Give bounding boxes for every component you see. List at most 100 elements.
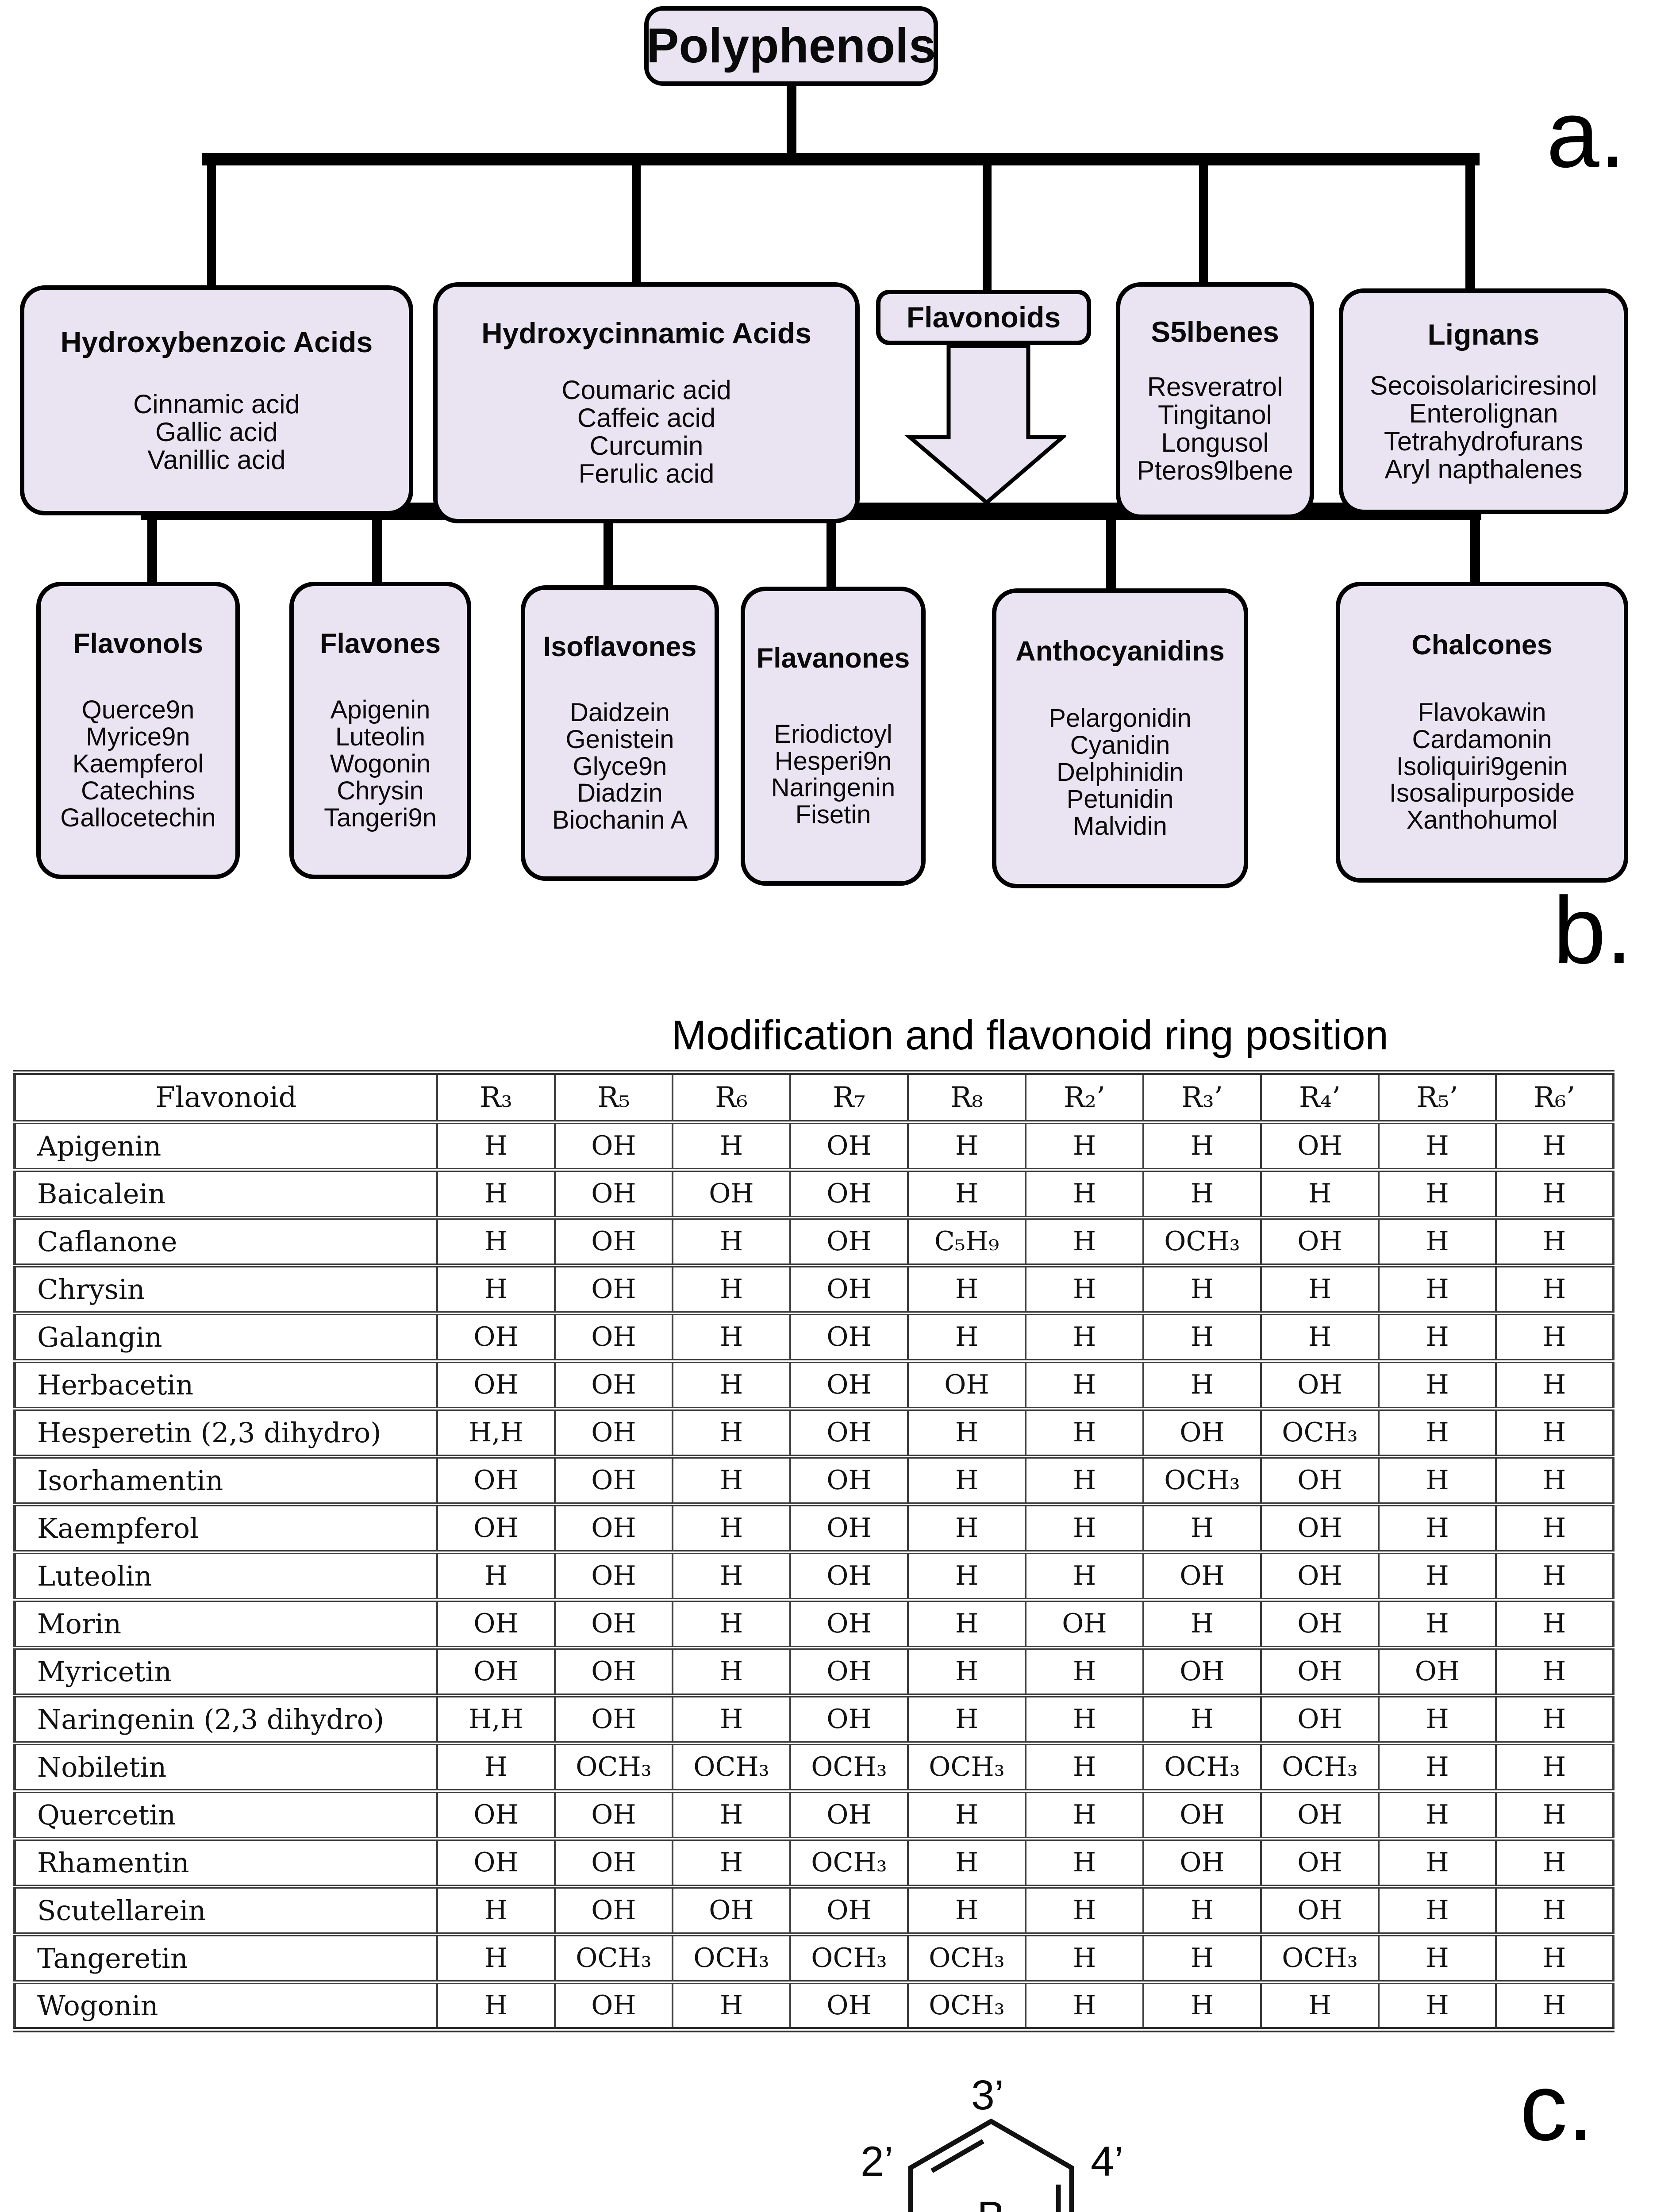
column-header-flavonoid: Flavonoid xyxy=(14,1070,437,1122)
substituent-cell: H xyxy=(1142,1167,1261,1217)
substituent-cell: H xyxy=(1025,1980,1143,2030)
box-item: Coumaric acid xyxy=(561,375,731,405)
box-item: Daidzein xyxy=(570,698,670,727)
substituent-cell: H xyxy=(1378,1836,1496,1886)
substituent-cell: OCH₃ xyxy=(1142,1741,1261,1791)
column-header: R₄’ xyxy=(1260,1070,1379,1122)
substituent-cell: H xyxy=(1378,1406,1496,1456)
double-bond-2p-3p xyxy=(930,2139,984,2173)
substituent-cell: OCH₃ xyxy=(1260,1406,1379,1456)
substituent-cell: H xyxy=(1378,1741,1496,1791)
substituent-cell: OCH₃ xyxy=(554,1741,673,1791)
substituent-cell: OH xyxy=(1378,1645,1496,1695)
substituent-cell: H xyxy=(1025,1167,1143,1217)
box-item: Caffeic acid xyxy=(577,403,716,433)
box-item: Vanillic acid xyxy=(147,445,286,475)
substituent-cell: OH xyxy=(789,1502,908,1552)
substituent-cell: H xyxy=(1378,1550,1496,1600)
column-header: R₆ xyxy=(672,1070,790,1122)
box-item: Xanthohumol xyxy=(1406,806,1558,835)
box-item: Aryl napthalenes xyxy=(1384,454,1583,484)
substituent-cell: H xyxy=(1025,1693,1143,1743)
substituent-cell: OH xyxy=(554,1789,673,1839)
substituent-cell: OH xyxy=(789,1311,908,1361)
substituent-cell: H xyxy=(672,1311,790,1361)
column-header: R₇ xyxy=(789,1070,908,1122)
box-item: Biochanin A xyxy=(552,806,688,835)
substituent-cell: H xyxy=(907,1598,1026,1647)
drop-anthocyanidins xyxy=(1106,519,1116,589)
substituent-cell: OCH₃ xyxy=(907,1980,1026,2030)
substituent-cell: H xyxy=(1025,1741,1143,1791)
column-header: R₆’ xyxy=(1495,1070,1613,1122)
substituent-cell: H xyxy=(436,1167,555,1217)
substituent-cell: OH xyxy=(789,1980,908,2030)
substituent-cell: H xyxy=(1025,1359,1143,1409)
substituent-cell: H xyxy=(436,1741,555,1791)
substituent-cell: H,H xyxy=(436,1693,555,1743)
box-item: Chrysin xyxy=(337,776,424,806)
flavonoid-name-cell: Quercetin xyxy=(14,1789,437,1839)
box-item: Cardamonin xyxy=(1412,725,1552,754)
substituent-cell: H xyxy=(1495,1741,1613,1791)
substituent-cell: H xyxy=(907,1550,1026,1600)
substituent-cell: H xyxy=(1260,1311,1379,1361)
substituent-cell: H xyxy=(1025,1454,1143,1504)
drop-stilbenes xyxy=(1199,165,1208,283)
substituent-cell: H xyxy=(1495,1359,1613,1409)
node-title: Isoflavones xyxy=(543,631,697,662)
substituent-cell: H xyxy=(1025,1215,1143,1265)
node-title: Flavones xyxy=(319,628,441,660)
substituent-cell: H xyxy=(1025,1120,1143,1170)
flavonoid-name-cell: Kaempferol xyxy=(14,1502,437,1552)
substituent-cell: H xyxy=(907,1789,1026,1839)
substituent-cell: H xyxy=(1495,1311,1613,1361)
substituent-cell: OCH₃ xyxy=(554,1932,673,1982)
box-item: Ferulic acid xyxy=(578,458,715,488)
substituent-cell: OH xyxy=(789,1359,908,1409)
drop-hydroxycinnamic xyxy=(632,165,641,283)
drop-flavonols xyxy=(147,519,157,583)
node-flavonoids: Flavonoids xyxy=(876,290,1091,345)
substituent-cell: OH xyxy=(789,1454,908,1504)
node-title: Chalcones xyxy=(1411,629,1553,661)
flavone-structure: O O A C B 2 3 4 5 6 7 8 2’ 3’ 4’ 5’ 6’ F… xyxy=(861,2072,1123,2212)
node-title: S5lbenes xyxy=(1151,315,1279,348)
ring-b-outline xyxy=(908,2118,1074,2212)
box-item: Isoliquiri9genin xyxy=(1396,752,1568,781)
substituent-cell: H xyxy=(1495,1598,1613,1647)
substituent-cell: H xyxy=(1142,1263,1261,1313)
substituent-cell: OH xyxy=(554,1359,673,1409)
substituent-cell: OH xyxy=(1260,1120,1379,1170)
substituent-cell: H xyxy=(672,1550,790,1600)
substituent-cell: H xyxy=(436,1263,555,1313)
substituent-cell: OH xyxy=(554,1598,673,1647)
box-item: Malvidin xyxy=(1073,811,1167,841)
substituent-cell: OCH₃ xyxy=(907,1741,1026,1791)
down-arrow-icon xyxy=(904,344,1066,505)
substituent-cell: H xyxy=(1025,1884,1143,1934)
substituent-cell: H xyxy=(1495,1884,1613,1934)
box-item: Resveratrol xyxy=(1147,372,1283,402)
box-item: Petunidin xyxy=(1066,785,1174,814)
box-item: Cinnamic acid xyxy=(133,389,300,419)
substituent-cell: OH xyxy=(1260,1645,1379,1695)
flavonoid-name-cell: Herbacetin xyxy=(14,1359,437,1409)
drop-flavanones xyxy=(826,519,836,588)
